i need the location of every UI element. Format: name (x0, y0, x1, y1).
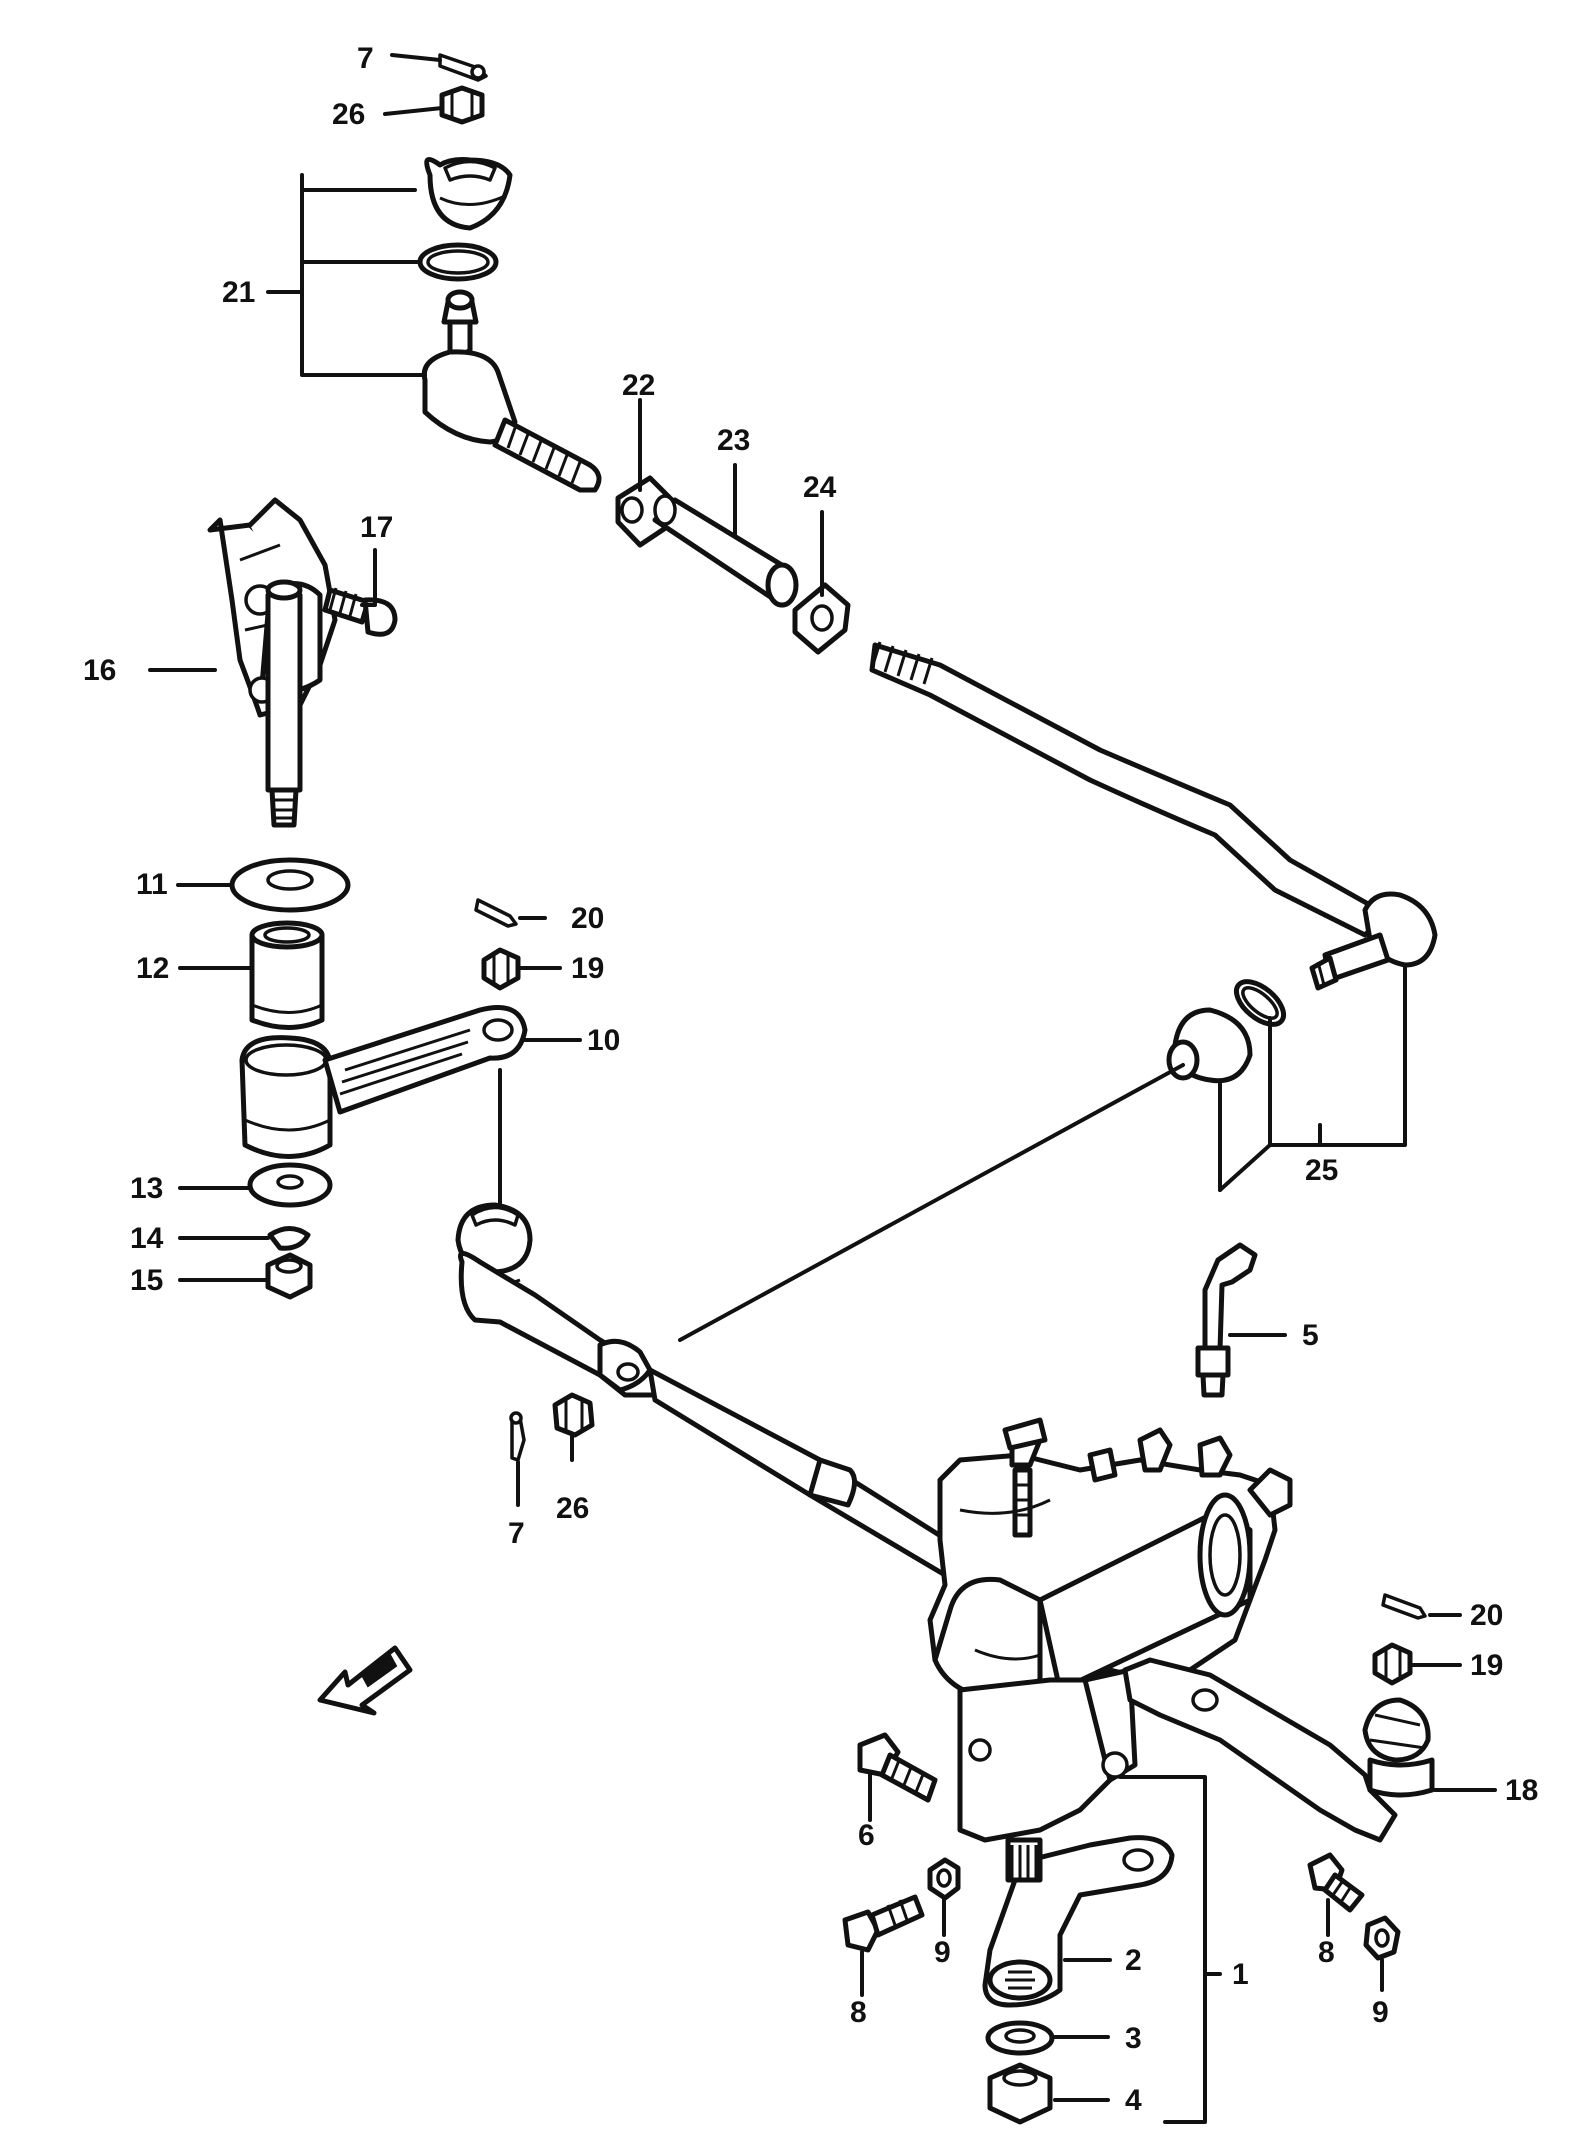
callout-17: 17 (360, 511, 393, 544)
callout-5: 5 (1302, 1319, 1319, 1352)
callout-8-right: 8 (1318, 1936, 1335, 1969)
relay-arm-18 (1122, 1657, 1435, 1843)
bolt-8-right (1307, 1852, 1365, 1913)
front-direction-arrow-icon (317, 1645, 413, 1716)
callout-14: 14 (130, 1222, 164, 1255)
callout-1: 1 (1232, 1958, 1249, 1991)
tie-rod-end-top (421, 289, 602, 493)
bushing-12 (249, 920, 325, 1030)
callout-4: 4 (1125, 2084, 1142, 2117)
cotter-pin-20-right (1381, 1593, 1427, 1620)
callout-6: 6 (858, 1819, 875, 1852)
dust-seal-11 (229, 857, 351, 913)
bolt-8-left (842, 1894, 925, 1953)
callout-20-left: 20 (571, 902, 604, 935)
lock-nut-24 (792, 582, 851, 655)
tie-rod-long (869, 641, 1383, 938)
drag-link-rod (458, 1251, 958, 1578)
bolt-17 (322, 587, 398, 637)
tie-rod-boot-right (1166, 1007, 1253, 1084)
callout-7-center: 7 (508, 1517, 525, 1550)
lock-washer-14 (267, 1226, 311, 1251)
cotter-pin-7-center (509, 1411, 526, 1462)
callout-10: 10 (587, 1024, 620, 1057)
tie-rod-end-boot-top (424, 156, 513, 231)
callout-20-right: 20 (1470, 1599, 1503, 1632)
callout-7-top: 7 (357, 42, 374, 75)
callout-9-right: 9 (1372, 1996, 1389, 2029)
bolt-6 (857, 1732, 938, 1803)
callout-24: 24 (803, 471, 837, 504)
callout-18: 18 (1505, 1774, 1538, 1807)
callout-15: 15 (130, 1264, 163, 1297)
nut-9-left (927, 1857, 961, 1901)
hydraulic-pipe-5 (1195, 1242, 1258, 1398)
callout-23: 23 (717, 424, 750, 457)
steering-gear-box (927, 1417, 1293, 1843)
callout-19-right: 19 (1470, 1649, 1503, 1682)
callout-25: 25 (1305, 1154, 1338, 1187)
nut-4 (987, 2062, 1053, 2125)
idler-arm-10 (239, 1005, 528, 1159)
callout-21: 21 (222, 276, 255, 309)
callout-11: 11 (136, 868, 168, 901)
castle-nut-26-center (552, 1392, 595, 1438)
snap-ring-top (417, 242, 499, 282)
washer-13 (247, 1162, 333, 1208)
callout-26-top: 26 (332, 98, 365, 131)
callout-3: 3 (1125, 2022, 1142, 2055)
castle-nut-top (439, 85, 485, 125)
cotter-pin-20-left (474, 898, 518, 928)
tie-rod-end-right (1309, 891, 1438, 991)
callout-22: 22 (622, 369, 655, 402)
callout-13: 13 (130, 1172, 163, 1205)
pitman-arm-2 (982, 1835, 1175, 2008)
callout-26-center: 26 (556, 1492, 589, 1525)
idler-shaft (265, 579, 303, 828)
callout-2: 2 (1125, 1944, 1142, 1977)
castle-nut-19-right (1372, 1642, 1413, 1686)
callout-19-left: 19 (571, 952, 604, 985)
adjuster-sleeve-23 (652, 494, 799, 608)
lock-washer-3 (985, 2020, 1055, 2056)
callout-8-left: 8 (850, 1996, 867, 2029)
leader-lines (148, 53, 1497, 2124)
cotter-pin-top (438, 53, 488, 82)
nut-9-right (1363, 1915, 1401, 1961)
callout-16: 16 (83, 654, 116, 687)
callout-12: 12 (136, 952, 169, 985)
callout-9-left: 9 (934, 1936, 951, 1969)
snap-ring-right (1233, 979, 1287, 1027)
castle-nut-19-left (481, 947, 521, 991)
nut-15 (265, 1252, 313, 1300)
